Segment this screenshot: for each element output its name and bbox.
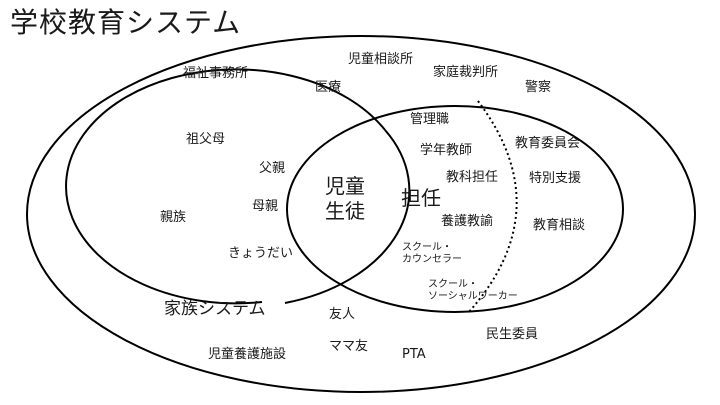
family-ellipse [65, 68, 386, 305]
label-family-court: 家庭裁判所 [433, 64, 498, 80]
label-medical: 医療 [315, 80, 341, 95]
label-education-committee: 教育委員会 [515, 135, 580, 151]
outer-ellipse [26, 35, 696, 393]
label-education-consultation: 教育相談 [533, 217, 585, 233]
label-police: 警察 [525, 79, 551, 95]
label-mother: 母親 [252, 199, 278, 214]
label-grade-head: 学年教師 [420, 142, 472, 158]
label-father: 父親 [259, 161, 285, 176]
label-child-welfare-facility: 児童養護施設 [208, 346, 286, 362]
label-management: 管理職 [410, 112, 449, 127]
school-ellipse [286, 105, 624, 313]
label-relatives: 親族 [160, 209, 186, 225]
label-homeroom-teacher: 担任 [401, 186, 441, 210]
label-child-consultation: 児童相談所 [348, 51, 413, 67]
label-nurse-teacher: 養護教諭 [441, 213, 493, 229]
label-counselor-line2: カウンセラー [402, 253, 462, 265]
label-welfare-office: 福祉事務所 [183, 66, 248, 81]
label-center-line1: 児童 [325, 174, 365, 198]
school-dotted-boundary [467, 100, 518, 314]
family-ellipse-arc-lower [284, 129, 411, 304]
diagram-title: 学校教育システム [10, 6, 241, 39]
label-siblings: きょうだい [228, 246, 293, 261]
label-special-support: 特別支援 [529, 171, 581, 186]
label-grandparents: 祖父母 [186, 132, 225, 147]
label-social-worker-line1: スクール・ [428, 278, 478, 290]
label-social-worker-line2: ソーシャルワーカー [428, 290, 518, 302]
label-family-system: 家族システム [164, 299, 266, 319]
label-mama-tomo: ママ友 [329, 338, 368, 354]
label-subject-teacher: 教科担任 [446, 169, 498, 185]
label-counselor-line1: スクール・ [402, 241, 452, 253]
label-friend: 友人 [329, 306, 355, 322]
label-center-line2: 生徒 [325, 199, 365, 223]
label-welfare-commissioner: 民生委員 [486, 327, 538, 342]
label-pta: PTA [402, 347, 426, 362]
